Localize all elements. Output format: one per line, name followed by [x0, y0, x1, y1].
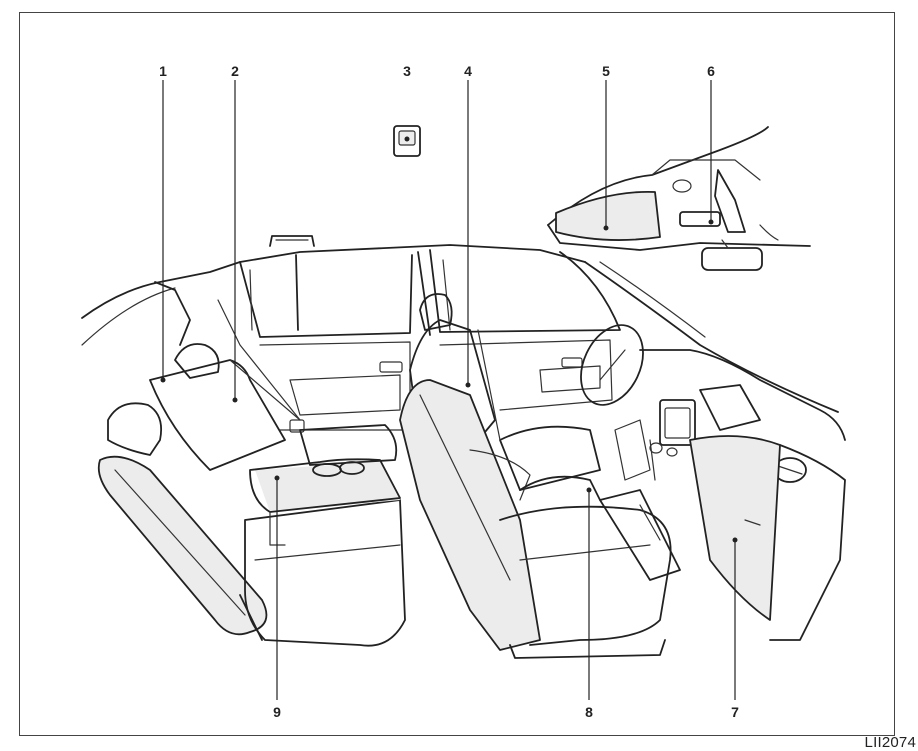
seatbelt	[217, 299, 305, 433]
leader-dots	[160, 136, 738, 543]
callout-2: 2	[231, 63, 239, 79]
callout-3: 3	[403, 63, 411, 79]
door-panels	[259, 339, 613, 431]
callout-5: 5	[602, 63, 610, 79]
leader-lines	[162, 80, 736, 700]
callout-8: 8	[585, 704, 593, 720]
callout-7: 7	[731, 704, 739, 720]
rear-door-window	[239, 254, 413, 338]
center-console	[599, 419, 681, 581]
callout-6: 6	[707, 63, 715, 79]
callout-1: 1	[159, 63, 167, 79]
callout-4: 4	[464, 63, 472, 79]
driver-seat	[399, 379, 672, 659]
rear-seat	[97, 343, 406, 647]
grab-handle	[269, 235, 315, 247]
rearview-mirror	[701, 239, 763, 271]
sun-visor	[555, 190, 661, 241]
rear-body-lines	[81, 244, 586, 346]
callout-9: 9	[273, 704, 281, 720]
front-door-window	[417, 249, 621, 336]
glove-box	[689, 435, 846, 641]
rear-armrest	[249, 424, 401, 546]
figure-code: LII2074	[864, 734, 916, 751]
roof-lines	[547, 126, 839, 413]
map-light	[672, 169, 779, 241]
